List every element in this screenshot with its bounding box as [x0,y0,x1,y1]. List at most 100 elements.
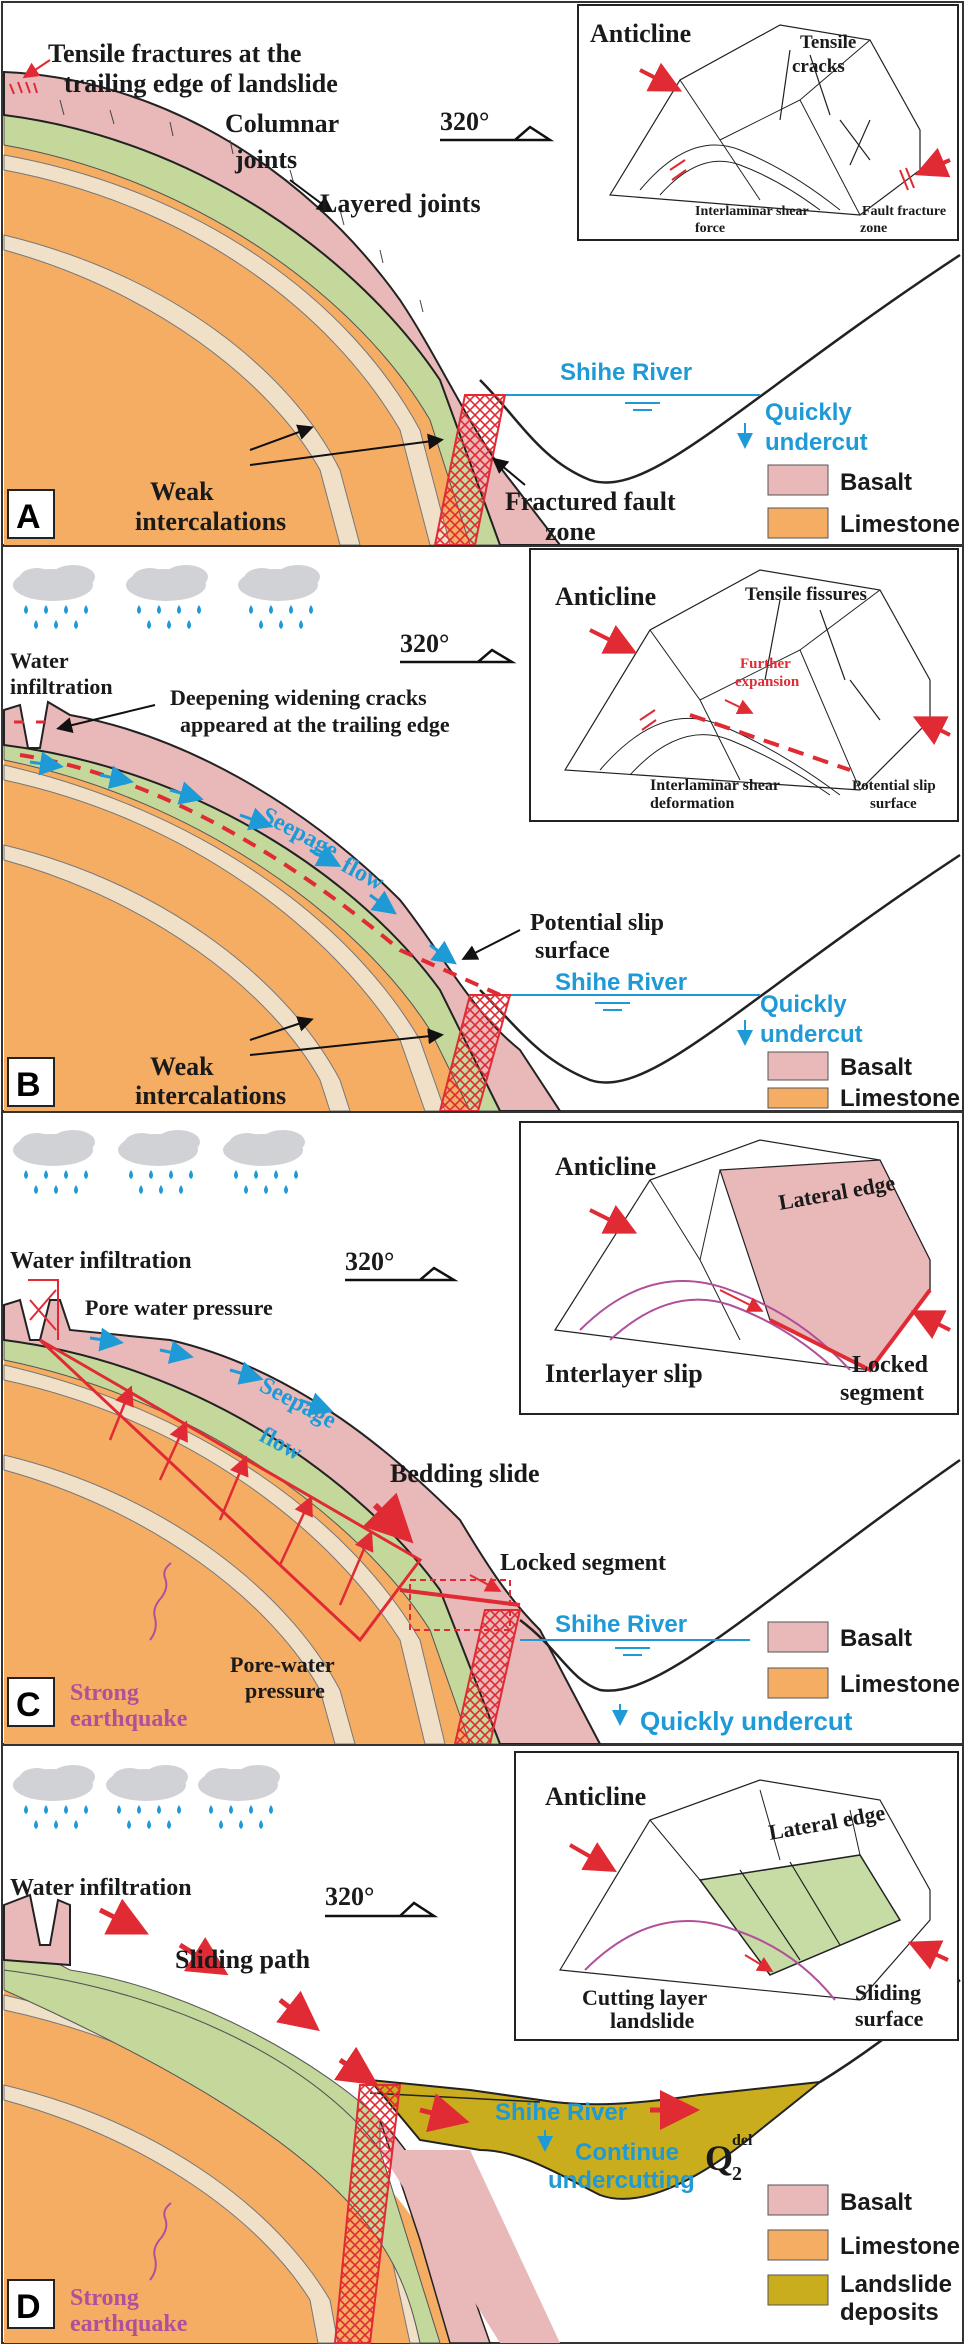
inset-a-cracks-1: Tensile [800,32,856,53]
inset-b-crack: Tensile fissures [745,584,867,605]
direction-indicator-b: 320° [400,629,517,664]
inset-diagram-d: Anticline Lateral edge Cutting layer lan… [514,1751,959,2041]
inset-a-left-1: Interlaminar shear [695,204,809,219]
panel-d-tag-box [7,2279,55,2329]
inset-c-title: Anticline [555,1152,656,1181]
legend-c-label-basalt: Basalt [840,1625,912,1652]
panel-c-tag-box [7,1677,55,1727]
panel-a-tag-box [7,489,55,539]
inset-d-left-2: landslide [610,2008,695,2033]
inset-d-left-1: Cutting layer [582,1985,708,2010]
inset-b-further-1: Further [740,656,791,672]
legend-d-swatch-limestone [767,2229,829,2261]
legend-d-label-limestone: Limestone [840,2233,960,2260]
inset-a-left-2: force [695,221,725,236]
inset-d-right-1: Sliding [855,1980,921,2005]
direction-label-b: 320° [400,629,449,658]
q2del-symbol: Q 2 del [705,2132,753,2185]
inset-b-further-2: expansion [735,674,800,690]
legend-d-label-deposits-2: deposits [840,2299,939,2326]
panel-c-tag: C [16,1686,41,1724]
legend-b: Basalt Limestone [767,1051,960,1112]
inset-a-right-1: Fault fracture [862,204,946,219]
q-superscript: del [732,2132,753,2149]
legend: Basalt Limestone [767,464,960,539]
legend-b-label-basalt: Basalt [840,1054,912,1081]
q-subscript: 2 [732,2163,742,2185]
direction-indicator-c: 320° [345,1247,459,1282]
inset-b-title: Anticline [555,582,656,611]
legend-c: Basalt Limestone [767,1621,960,1699]
label-columnar-1: Columnar [225,109,339,138]
inset-diagram-b: Anticline Tensile fissures Further expan… [529,548,959,822]
label-continue-1: Continue [575,2139,679,2166]
legend-c-label-limestone: Limestone [840,1671,960,1698]
label-water-c: Water infiltration [10,1248,192,1274]
label-fault-2: zone [545,517,596,546]
label-bedding: Bedding slide [390,1459,540,1488]
legend-label-basalt: Basalt [840,469,912,496]
legend-b-swatch-limestone [767,1087,829,1109]
label-sliding-path: Sliding path [175,1945,311,1974]
direction-indicator: 320° [440,107,555,142]
panel-b-tag-box [7,1057,55,1107]
inset-b-left-2: deformation [650,795,735,812]
panel-d-tag: D [16,2288,41,2326]
legend-d: Basalt Limestone Landslide deposits [767,2184,960,2326]
direction-label-c: 320° [345,1247,394,1276]
direction-label-d: 320° [325,1882,374,1911]
label-shihe-river-c: Shihe River [555,1611,687,1638]
legend-d-swatch-deposits [767,2274,829,2306]
direction-label: 320° [440,107,489,136]
panel-a: 320° Tensile fractures at the trailing e… [1,1,964,546]
label-tensile-trailing-2: trailing edge of landslide [64,69,338,98]
inset-c-right-2: segment [840,1380,924,1406]
label-shihe-river: Shihe River [560,359,692,386]
label-pore-c-2: pressure [245,1678,325,1703]
label-quake-d-2: earthquake [70,2311,188,2337]
panel-d: 320° Water infiltration Sliding path Shi… [1,1744,964,2344]
label-weak-b-1: Weak [150,1052,214,1081]
label-quake-d-1: Strong [70,2285,139,2311]
label-undercut-b-1: Quickly [760,991,847,1018]
label-water-d: Water infiltration [10,1875,192,1901]
label-weak-1: Weak [150,477,214,506]
inset-b-right-2: surface [870,796,917,812]
legend-b-swatch-basalt [767,1051,829,1081]
label-columnar-2: joints [234,145,297,174]
inset-diagram-c: Anticline Lateral edge Interlayer slip L… [519,1121,959,1415]
label-water-b-2: infiltration [10,674,113,699]
inset-d-right-2: surface [855,2006,924,2031]
label-weak-2: intercalations [135,507,286,536]
legend-c-swatch-limestone [767,1667,829,1699]
legend-c-swatch-basalt [767,1621,829,1653]
inset-b-right-1: Potential slip [852,778,936,794]
panel-b: 320° Water infiltration Deepening wideni… [1,545,964,1112]
inset-d-title: Anticline [545,1782,646,1811]
inset-diagram-a: Anticline Tensile cracks Interlaminar sh… [577,4,959,241]
inset-a-cracks-2: cracks [792,56,845,77]
label-undercut-c: Quickly undercut [640,1706,853,1736]
label-tensile-trailing-1: Tensile fractures at the [48,39,301,68]
inset-c-left: Interlayer slip [545,1359,703,1388]
inset-a-title: Anticline [590,19,691,48]
legend-d-label-deposits-1: Landslide [840,2271,952,2298]
label-fault-1: Fractured fault [505,487,676,516]
label-deep-2: appeared at the trailing edge [180,712,450,737]
inset-c-right-1: Locked [852,1352,929,1378]
label-shihe-river-b: Shihe River [555,969,687,996]
label-shihe-river-d: Shihe River [495,2099,627,2126]
label-slip-2: surface [535,938,610,964]
label-quake-c-2: earthquake [70,1706,188,1732]
label-water-b-1: Water [10,648,69,673]
label-undercut-b-2: undercut [760,1021,863,1048]
label-pore-top: Pore water pressure [85,1295,273,1320]
label-continue-2: undercutting [548,2167,695,2194]
label-undercut-2: undercut [765,429,868,456]
legend-d-label-basalt: Basalt [840,2189,912,2216]
inset-a-right-2: zone [860,221,887,236]
panel-a-tag: A [16,498,41,536]
label-slip-1: Potential slip [530,910,664,936]
direction-indicator-d: 320° [325,1882,439,1918]
